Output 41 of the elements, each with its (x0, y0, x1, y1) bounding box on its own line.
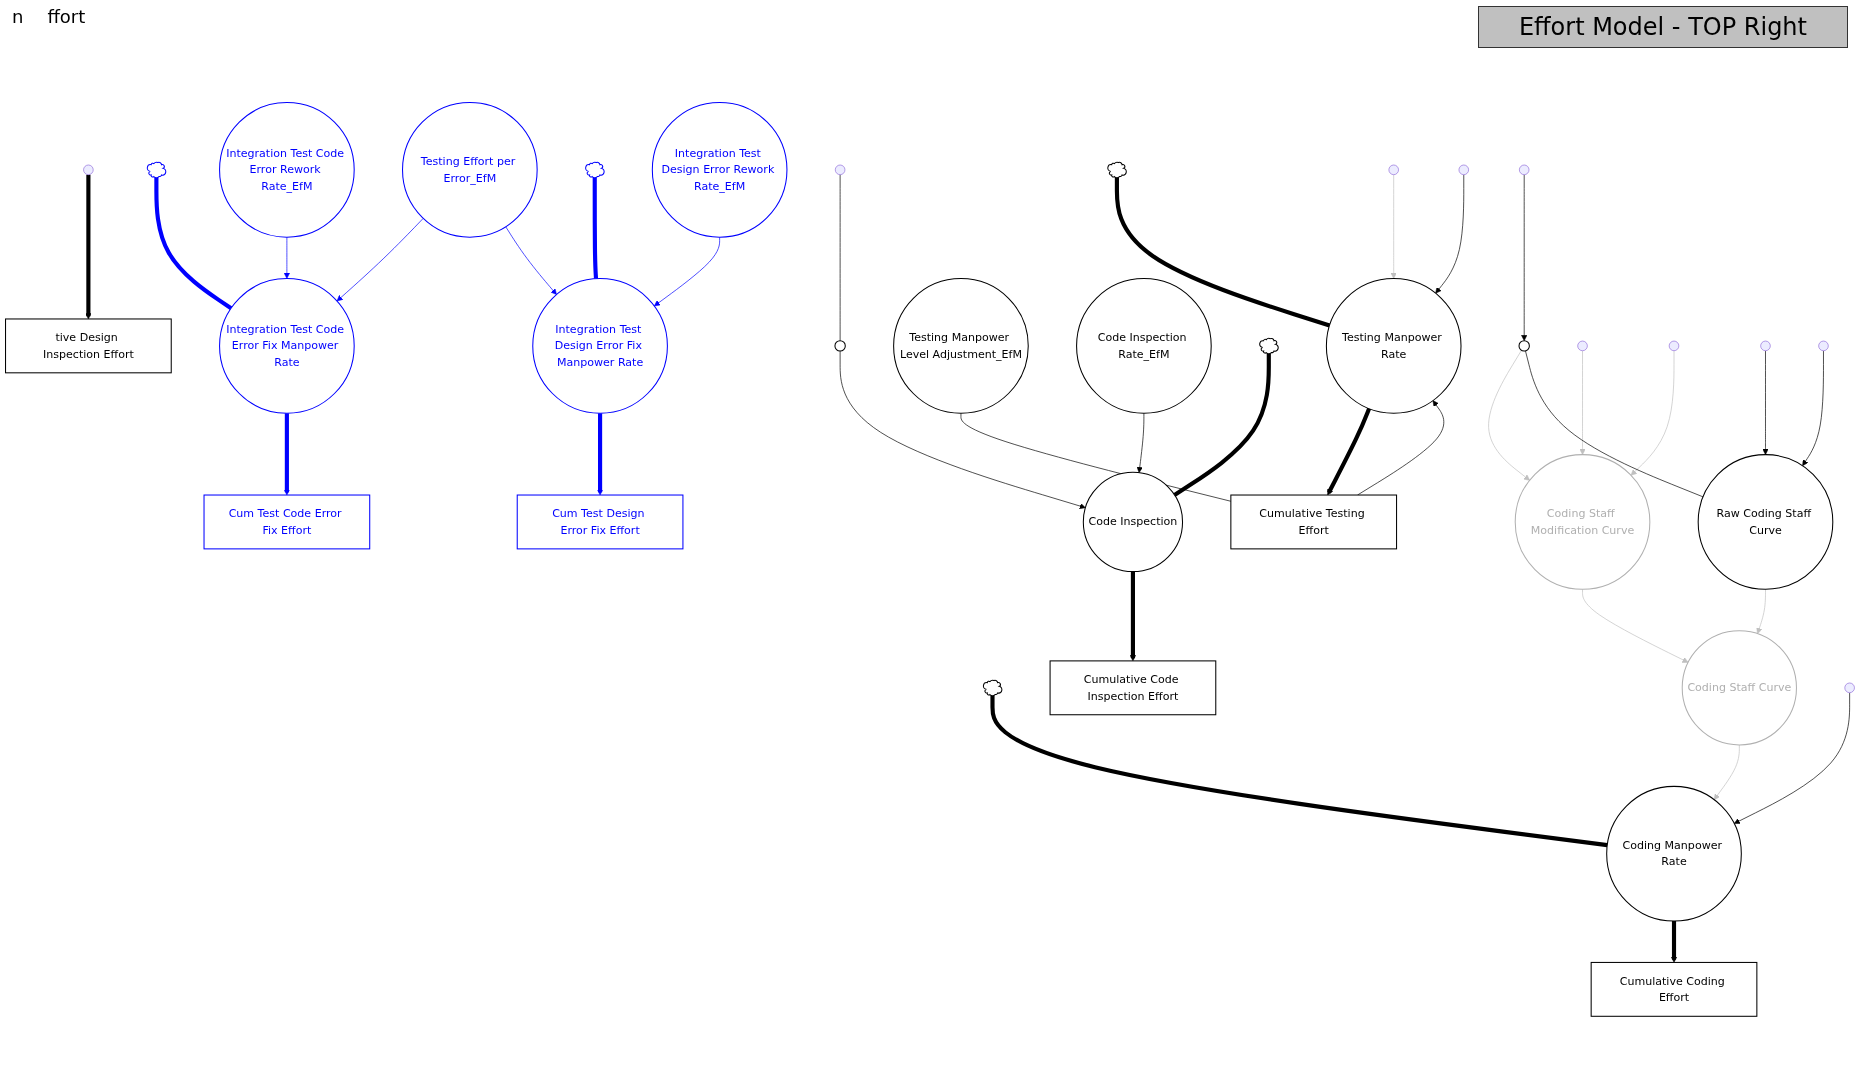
node-circle: Testing Manpower Rate (1325, 277, 1462, 414)
node-box: tive Design Inspection Effort (5, 318, 172, 373)
node-box: Cumulative Code Inspection Effort (1049, 659, 1217, 715)
node-circle: Testing Effort per Error_EfM (402, 101, 538, 238)
node-cloud (585, 161, 605, 178)
node-circle: Code Inspection Rate_EfM (1076, 277, 1212, 414)
connector (1114, 177, 1331, 328)
arrow (1670, 920, 1678, 963)
connector (592, 177, 599, 279)
connector (1173, 353, 1271, 497)
node-circle (1518, 339, 1530, 352)
node-cloud (1107, 161, 1127, 178)
note-text: n (12, 6, 24, 27)
node-circle: Integration Test Code Error Rework Rate_EfM (219, 101, 355, 238)
node-circle: Testing Manpower Level Adjustment_EfM (893, 277, 1029, 414)
node-cloud (1259, 337, 1279, 354)
note-text: ffort (47, 6, 86, 27)
node-cloud (982, 679, 1003, 696)
connector (839, 173, 841, 341)
title: Effort Model - TOP Right (1477, 6, 1848, 48)
node-circle (834, 339, 846, 352)
arrow (85, 174, 92, 319)
node-circle: Integration Test Design Error Fix Manpower Rate (532, 277, 668, 414)
node-cloud (146, 161, 167, 178)
node-circle: Integration Test Code Error Fix Manpower Rate (219, 277, 355, 414)
arrow (1129, 571, 1136, 661)
node-box: Cumulative Testing Effort (1230, 494, 1398, 549)
node-circle: Coding Manpower Rate (1606, 785, 1742, 922)
node-circle: Coding Staff Curve (1681, 629, 1797, 746)
node-circle: Coding Staff Modification Curve (1514, 453, 1651, 590)
arrow (597, 412, 604, 495)
node-circle: Raw Coding Staff Curve (1697, 453, 1834, 590)
node-box: Cumulative Coding Effort (1590, 961, 1758, 1017)
node-circle: Code Inspection (1082, 471, 1184, 572)
connector (154, 177, 233, 310)
arrow (1327, 407, 1372, 495)
connector (990, 695, 1608, 847)
node-box: Cum Test Design Error Fix Effort (516, 494, 684, 549)
node-circle: Integration Test Design Error Rework Rate_EfM (651, 101, 788, 238)
arrow (283, 412, 290, 495)
node-box: Cum Test Code Error Fix Effort (203, 494, 371, 549)
